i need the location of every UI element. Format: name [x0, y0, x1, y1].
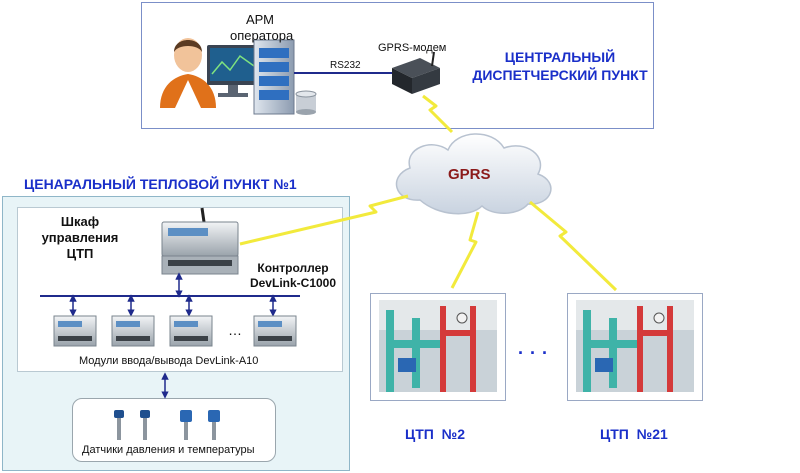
- io-module-icon-4: [253, 315, 297, 347]
- gprs-cloud-label: GPRS: [448, 166, 491, 183]
- operator-label: АРМ оператора: [230, 12, 294, 44]
- pressure-sensor-icon-2: [140, 410, 150, 440]
- storage-drive-icon: [295, 90, 317, 115]
- operator-label-line2: оператора: [230, 28, 294, 43]
- operator-person-icon: [160, 38, 216, 108]
- gprs-cloud-icon: [395, 133, 552, 215]
- temperature-sensor-icon-2: [208, 410, 220, 440]
- rs232-label: RS232: [330, 60, 361, 71]
- server-tower-icon: [253, 39, 295, 115]
- gprs-modem-label: GPRS-модем: [378, 42, 447, 54]
- central-title-line1: ЦЕНТРАЛЬНЫЙ: [504, 49, 616, 65]
- modules-label: Модули ввода/вывода DevLink-A10: [79, 355, 259, 367]
- cabinet-label-line1: Шкаф: [60, 214, 100, 229]
- wireless-link-ctp2: [450, 211, 480, 289]
- sensors-panel: [72, 398, 276, 462]
- io-module-icon-3: [169, 315, 213, 347]
- central-dispatch-title: ЦЕНТРАЛЬНЫЙ ДИСПЕТЧЕРСКИЙ ПУНКТ: [470, 48, 650, 84]
- io-module-icon-2: [111, 315, 155, 347]
- controller-label: Контроллер DevLink-C1000: [238, 261, 348, 291]
- ctp2-label: ЦТП №2: [405, 426, 466, 442]
- ctp1-title: ЦЕНАРАЛЬНЫЙ ТЕПЛОВОЙ ПУНКТ №1: [24, 176, 297, 192]
- sensors-label: Датчики давления и температуры: [82, 444, 255, 456]
- wireless-link-modem: [422, 94, 454, 134]
- ctp21-photo-frame: [567, 293, 703, 401]
- cabinet-label-line2: управления: [41, 230, 119, 245]
- temperature-sensor-icon-1: [180, 410, 192, 440]
- io-module-icon-1: [53, 315, 97, 347]
- ctp2-photo-frame: [370, 293, 506, 401]
- cabinet-label-line3: ЦТП: [66, 246, 94, 261]
- stations-ellipsis: . . .: [518, 338, 549, 358]
- cabinet-label: Шкаф управления ЦТП: [40, 214, 120, 262]
- operator-label-line1: АРМ: [245, 12, 275, 27]
- controller-device-icon: [161, 207, 239, 275]
- controller-label-line2: DevLink-C1000: [249, 276, 337, 290]
- central-title-line2: ДИСПЕТЧЕРСКИЙ ПУНКТ: [472, 67, 648, 83]
- pressure-sensor-icon-1: [114, 410, 124, 440]
- modules-ellipsis: …: [228, 322, 242, 338]
- gprs-modem-icon: [392, 51, 440, 94]
- wireless-link-controller: [239, 194, 409, 246]
- ctp21-photo: [576, 300, 694, 392]
- controller-label-line1: Контроллер: [257, 261, 329, 275]
- ctp21-label: ЦТП №21: [600, 426, 668, 442]
- workstation-monitor-icon: [207, 45, 259, 97]
- wireless-link-ctp21: [529, 200, 618, 292]
- ctp2-photo: [379, 300, 497, 392]
